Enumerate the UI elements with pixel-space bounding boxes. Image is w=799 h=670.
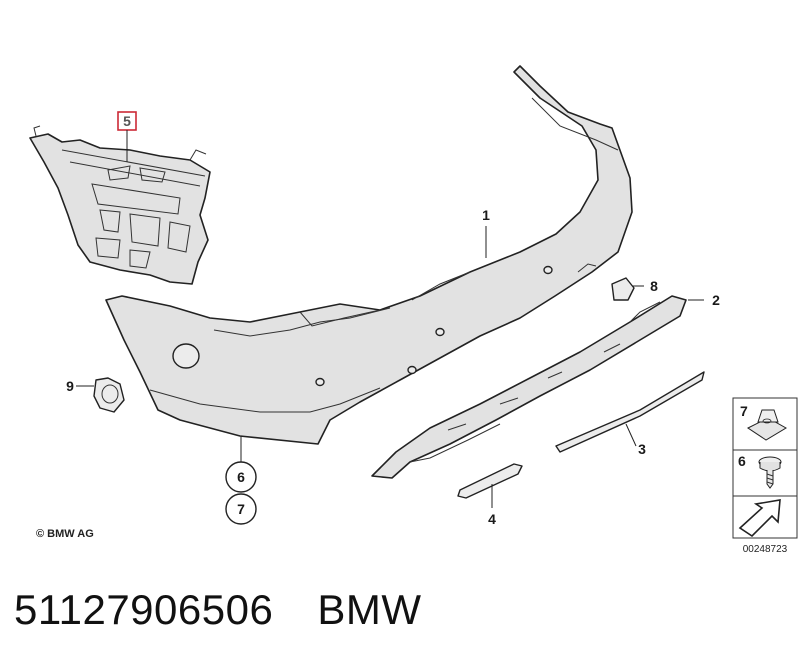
callout-4: 4	[488, 511, 496, 527]
sensor-hole-3	[435, 327, 445, 337]
callout-7-circle	[225, 493, 257, 525]
callout-8: 8	[650, 278, 658, 294]
legend-panel: 7 6	[732, 397, 798, 539]
trim-strip-lower	[555, 371, 705, 453]
bumper-trim-part	[105, 65, 633, 445]
callout-6-circle	[225, 461, 257, 493]
nut-icon	[747, 409, 787, 441]
callout-7: 7	[237, 501, 245, 517]
callout-1: 1	[482, 207, 490, 223]
legend-label-6: 6	[738, 453, 746, 469]
callout-5: 5	[123, 113, 131, 129]
screw-icon	[758, 456, 782, 489]
sensor-hole-2	[407, 365, 417, 375]
sensor-hole-4	[543, 265, 553, 275]
brand-name: BMW	[317, 586, 422, 633]
part-number: 51127906506	[14, 586, 274, 633]
part-number-caption: 51127906506 BMW	[14, 586, 421, 634]
bracket-part	[29, 125, 211, 285]
callout-6: 6	[237, 469, 245, 485]
tow-hook-opening	[172, 343, 200, 369]
callout-9: 9	[66, 378, 74, 394]
tow-hook-cover-left	[93, 377, 125, 413]
diffuser-part	[371, 295, 687, 479]
callout-2: 2	[712, 292, 720, 308]
sensor-hole-1	[315, 377, 325, 387]
legend-label-7: 7	[740, 403, 748, 419]
leader-3	[625, 423, 637, 447]
reflector-strip	[457, 463, 523, 499]
callout-3: 3	[638, 441, 646, 457]
tow-hook-cover-right	[611, 277, 635, 301]
copyright-label: © BMW AG	[36, 528, 94, 540]
arrow-icon	[738, 499, 781, 538]
reference-number: 00248723	[743, 544, 788, 555]
